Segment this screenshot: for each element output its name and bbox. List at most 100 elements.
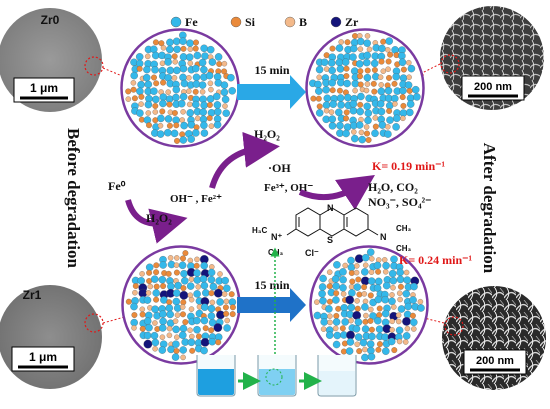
beaker-right [317,355,357,397]
atom [171,353,180,361]
atom [343,109,350,116]
atom [193,51,202,60]
atom [320,318,328,326]
atom [354,263,360,269]
atom [351,134,359,143]
atom [363,73,372,82]
atom [320,326,327,332]
atom [349,44,358,53]
atom [151,305,159,313]
atom [363,58,371,67]
atom [368,332,376,341]
atom [159,108,166,115]
atom [345,347,354,355]
atom [200,44,208,53]
atom [143,317,152,325]
atom [223,310,230,317]
atom [354,298,360,304]
legend-label: B [299,15,307,29]
micrograph-after-top-scale: 200 nm [474,81,512,93]
cycle-fe0: Fe⁰ [108,179,126,193]
cycle-oh-radical: ·OH [268,161,291,175]
atom [356,291,363,298]
atom [407,64,416,73]
atom [166,325,173,332]
atom [371,67,378,73]
atom [143,296,152,304]
atom [174,281,182,290]
atom [187,338,196,347]
atom [332,325,339,332]
before-degradation-label: Before degradation [64,128,83,268]
atom [180,285,187,292]
atom [144,100,153,109]
atom [159,261,167,269]
atom [390,255,398,263]
time-arrow-bottom-label: 15 min [254,278,289,292]
atom [338,39,344,45]
atom [327,59,336,67]
atom [179,136,188,144]
atom [179,304,186,310]
atom [400,66,407,73]
atom [200,129,209,137]
atom [146,122,152,129]
atom [404,81,413,89]
atom [382,281,391,290]
atom [349,278,356,285]
micrograph-zr1-label: Zr1 [23,288,42,302]
atom [159,310,167,318]
atom [357,73,363,80]
atom [200,346,208,355]
atom [171,75,178,81]
atom [200,281,209,290]
atom [146,269,153,276]
atom [361,353,369,362]
atom [365,137,372,143]
atom [323,107,330,114]
atom [213,101,222,109]
atom [356,107,364,116]
legend-label: Si [245,15,256,29]
atom [378,121,387,129]
atom [214,53,223,61]
atom [172,318,179,324]
alloy-after-zr1 [309,245,429,365]
atom [363,102,371,111]
atom [363,39,371,47]
micrograph-zr1: Zr1 1 μm [0,285,104,389]
atom [367,277,376,285]
micrograph-after-bottom: 200 nm [442,286,546,390]
atom [395,318,402,325]
atom [172,37,181,46]
atom [318,290,326,298]
atom [357,33,363,39]
legend-label: Fe [185,15,198,29]
atom [132,283,139,289]
atom [164,115,173,123]
atom [217,271,223,277]
atom [371,88,378,95]
atom [404,302,412,311]
atom [322,86,330,94]
atom [363,51,371,60]
atom [207,275,216,284]
atom [409,312,416,319]
atom [315,95,322,102]
atom [138,101,144,107]
atom [387,51,394,58]
atom [158,40,165,47]
atom [342,262,348,269]
atom [135,53,144,61]
atom [332,282,340,290]
atom [397,305,406,313]
atom [188,276,195,282]
atom [315,65,324,74]
atom [377,74,384,80]
atom [333,290,340,297]
atom [386,116,394,124]
atom [208,86,214,93]
atom [326,298,333,305]
atom [366,340,375,348]
